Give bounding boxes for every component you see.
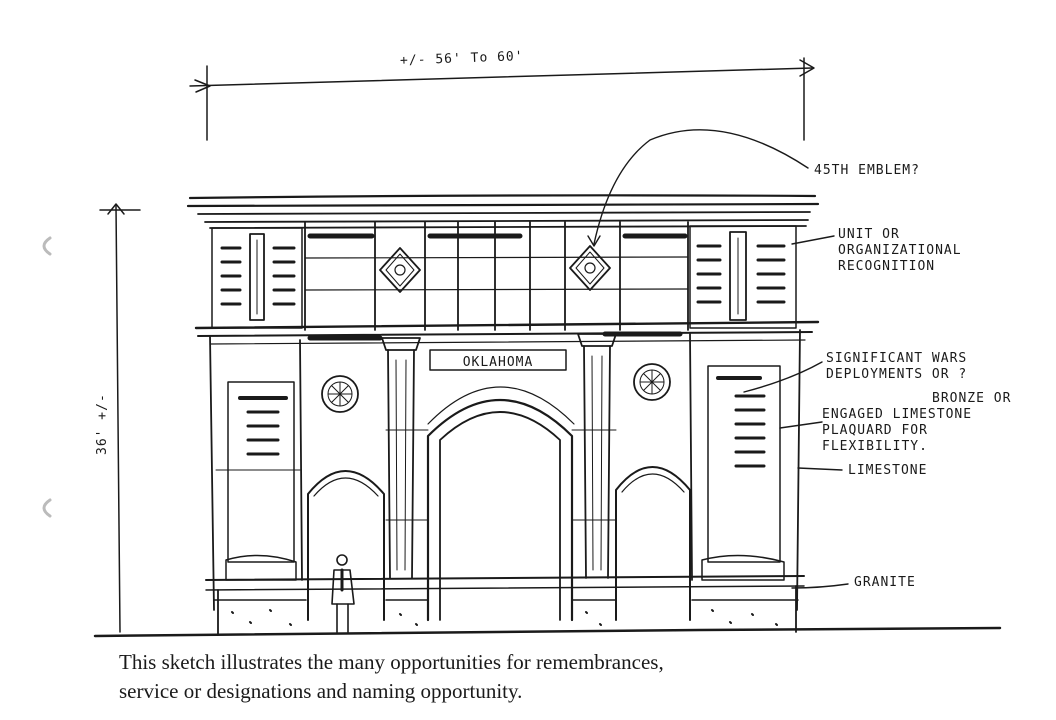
svg-text:DEPLOYMENTS OR ?: DEPLOYMENTS OR ? [826,367,967,382]
right-plaque-panel [701,365,785,581]
annotation-bronze: BRONZE OR ENGAGED LIMESTONE PLAQUARD FOR… [822,391,1011,454]
height-label: 36' +/- [95,393,110,455]
caption-line-1: This sketch illustrates the many opportu… [119,650,664,674]
svg-text:BRONZE OR: BRONZE OR [932,391,1011,406]
annotation-limestone: LIMESTONE [848,463,927,478]
annotation-emblem: 45TH EMBLEM? [814,163,920,178]
width-dimension [189,57,815,141]
svg-text:ENGAGED LIMESTONE: ENGAGED LIMESTONE [822,407,972,422]
annotation-granite: GRANITE [854,575,916,590]
granite-texture [231,609,778,626]
inscription-text: OKLAHOMA [463,355,534,370]
emblem-right [569,245,611,291]
svg-text:RECOGNITION: RECOGNITION [838,259,935,274]
annotation-leaders [587,129,849,589]
emblem-left [379,247,421,293]
attic-left-block [211,227,303,329]
svg-text:SIGNIFICANT WARS: SIGNIFICANT WARS [826,351,967,366]
side-arch-left [307,470,385,621]
central-arch [426,349,575,622]
svg-text:FLEXIBILITY.: FLEXIBILITY. [822,439,928,454]
caption: This sketch illustrates the many opportu… [119,648,1019,706]
caption-line-2: service or designations and naming oppor… [119,679,523,703]
svg-text:UNIT OR: UNIT OR [838,227,900,242]
attic-right-block [689,225,797,329]
svg-text:ORGANIZATIONAL: ORGANIZATIONAL [838,243,962,258]
width-label: +/- 56' To 60' [400,49,524,68]
annotation-wars: SIGNIFICANT WARS DEPLOYMENTS OR ? [826,351,967,382]
left-plaque-panel [225,381,297,581]
annotation-unit: UNIT OR ORGANIZATIONAL RECOGNITION [838,227,962,274]
svg-text:PLAQUARD FOR: PLAQUARD FOR [822,423,928,438]
binder-hole-bottom [42,498,52,518]
column-left [381,337,421,579]
column-right [577,333,617,579]
height-dimension [99,203,141,633]
rosette-right [633,363,671,401]
rosette-left [321,375,359,413]
binder-hole-top [42,236,52,256]
ground-line [93,626,1002,638]
memorial-arch: OKLAHOMA [186,194,820,635]
arch-sketch: +/- 56' To 60' 36' +/- [42,49,1011,638]
side-arch-right [615,466,691,621]
scale-figure [331,554,355,633]
